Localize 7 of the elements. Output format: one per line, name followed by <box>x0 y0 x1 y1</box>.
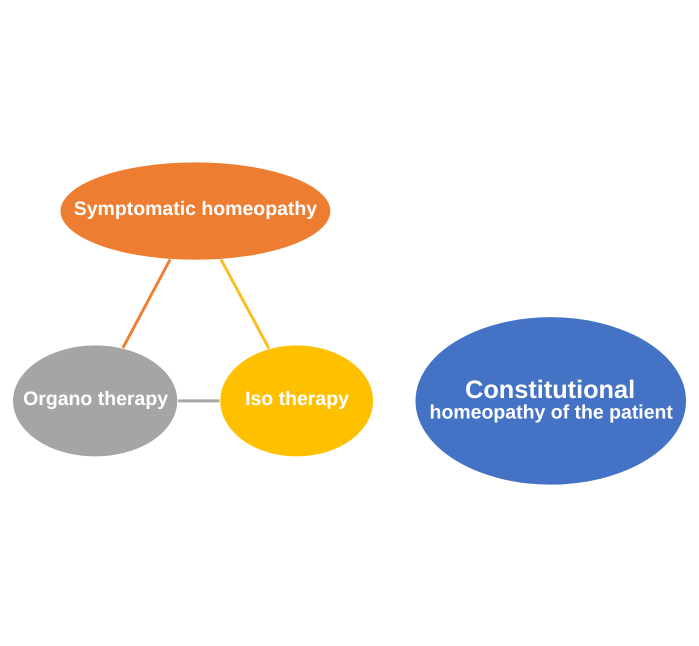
node-ellipse: Constitutional homeopathy of the patient <box>414 316 687 486</box>
connector <box>220 258 270 349</box>
connector <box>122 258 172 348</box>
connector <box>178 398 220 402</box>
node-ellipse: Symptomatic homeopathy <box>60 160 332 260</box>
node-ellipse: Organo therapy <box>12 344 178 457</box>
node-ellipse: Iso therapy <box>219 344 374 457</box>
